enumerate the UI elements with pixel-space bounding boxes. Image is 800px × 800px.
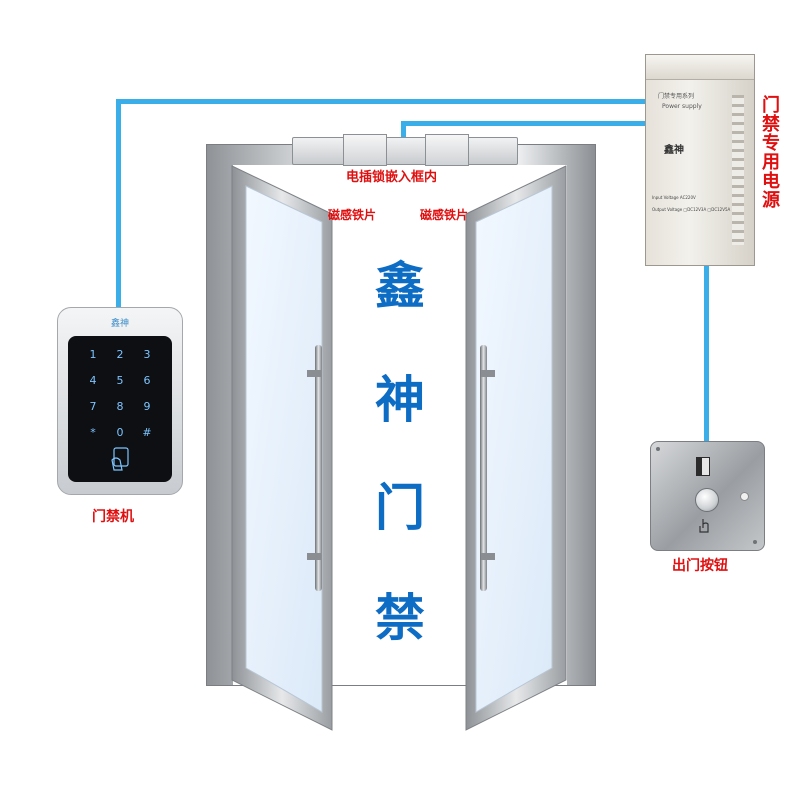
key-star[interactable]: *: [90, 426, 96, 439]
wire-reader-v: [116, 99, 121, 307]
psu-input-spec: Input Voltage AC220V: [652, 195, 696, 200]
key-0[interactable]: 0: [116, 426, 124, 439]
label-electric-lock: 电插锁嵌入框内: [346, 170, 438, 185]
handle-right: [480, 345, 487, 591]
key-6[interactable]: 6: [143, 374, 151, 387]
key-1[interactable]: 1: [89, 348, 97, 361]
wire-psu-top-h: [118, 99, 652, 104]
exit-button-plate: [650, 441, 765, 551]
key-9[interactable]: 9: [143, 400, 151, 413]
electric-lock: [292, 134, 518, 166]
screw-bottom-right: [753, 540, 757, 544]
title-char-3: 门: [375, 479, 425, 537]
hand-press-icon: [699, 519, 709, 533]
reader-keypad-panel: 1 2 3 4 5 6 7 8 9 * 0 #: [68, 336, 172, 482]
label-magnet-left: 磁感铁片: [328, 208, 377, 222]
exit-push-button[interactable]: [695, 488, 719, 512]
label-reader: 门禁机: [92, 509, 134, 525]
key-2[interactable]: 2: [116, 348, 124, 361]
psu-output-spec: Output Voltage □DC12V3A □DC12V5A: [652, 207, 731, 212]
psu-vents: [732, 95, 744, 245]
power-supply: 门禁专用系列 Power supply 鑫神 Input Voltage AC2…: [645, 54, 755, 266]
psu-header: 门禁专用系列: [658, 93, 695, 100]
psu-subtitle: Power supply: [662, 103, 702, 110]
handle-left-mount-bottom: [307, 553, 321, 560]
exit-led-indicator: [740, 492, 749, 501]
key-hash[interactable]: #: [142, 426, 152, 439]
lock-block-left: [343, 134, 387, 166]
access-reader: 鑫神 1 2 3 4 5 6 7 8 9 * 0 #: [57, 307, 183, 495]
wire-lock-h: [403, 121, 652, 126]
reader-brand: 鑫神: [110, 319, 129, 329]
handle-left: [315, 345, 322, 591]
handle-left-mount-top: [307, 370, 321, 377]
title-char-2: 神: [375, 371, 425, 429]
key-3[interactable]: 3: [143, 348, 151, 361]
label-magnet-right: 磁感铁片: [420, 208, 469, 222]
label-exit-button: 出门按钮: [672, 558, 728, 574]
handle-right-mount-top: [481, 370, 495, 377]
key-5[interactable]: 5: [116, 374, 124, 387]
card-tap-icon: [111, 447, 129, 471]
lock-block-right: [425, 134, 469, 166]
key-4[interactable]: 4: [89, 374, 97, 387]
label-psu: 门禁专用电源: [762, 95, 780, 211]
psu-brand: 鑫神: [664, 145, 684, 156]
title-char-1: 鑫: [375, 257, 425, 315]
exit-door-icon: [696, 457, 710, 476]
handle-right-mount-bottom: [481, 553, 495, 560]
wire-button-v: [704, 264, 709, 442]
title-char-4: 禁: [375, 589, 425, 647]
key-7[interactable]: 7: [89, 400, 97, 413]
psu-top-cap: [646, 55, 754, 80]
screw-top-left: [656, 447, 660, 451]
key-8[interactable]: 8: [116, 400, 124, 413]
